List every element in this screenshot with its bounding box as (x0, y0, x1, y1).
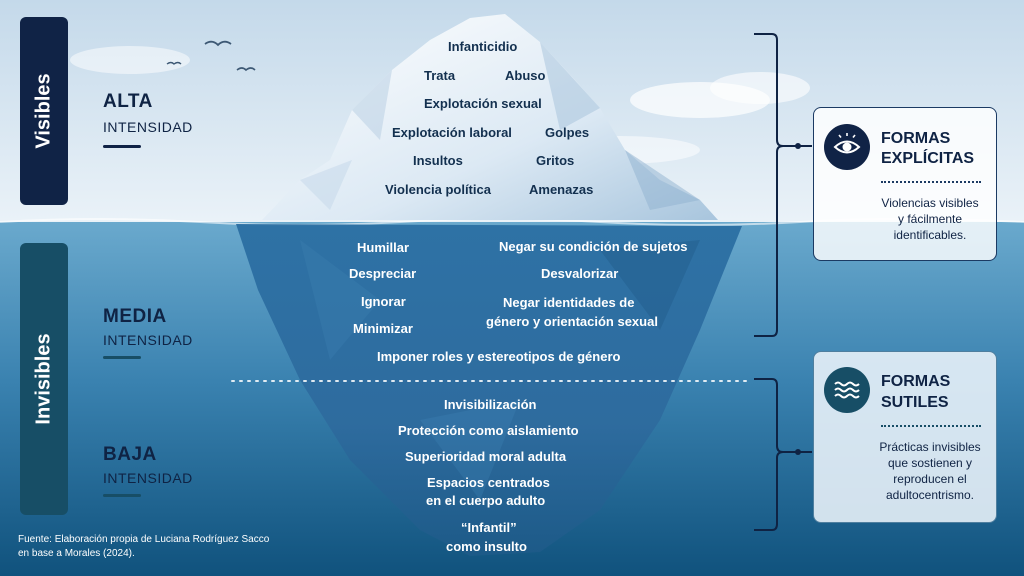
level-alta-title: ALTA (103, 91, 153, 112)
middle-item-desvalorizar: Desvalorizar (541, 266, 619, 281)
bottom-item-invisibilizacion: Invisibilización (444, 397, 537, 412)
source-line-1: Fuente: Elaboración propia de Luciana Ro… (18, 534, 270, 545)
tip-item-violencia-politica: Violencia política (385, 182, 491, 197)
tip-item-amenazas: Amenazas (529, 182, 594, 197)
tip-item-explotacion-laboral: Explotación laboral (392, 125, 512, 140)
level-media-bar (103, 356, 141, 359)
card-explicitas-title-line2: EXPLÍCITAS (881, 150, 975, 167)
bottom-item-infantil-line2: como insulto (446, 539, 527, 554)
source-note: Fuente: Elaboración propia de Luciana Ro… (18, 533, 269, 561)
level-baja-bar (103, 494, 141, 497)
source-line-2: en base a Morales (2024). (18, 548, 135, 559)
tip-item-golpes: Golpes (545, 125, 590, 140)
card-explicitas-divider (881, 181, 981, 183)
level-media-subtitle: INTENSIDAD (103, 332, 193, 348)
card-sutiles-text-line2: que sostienen y (887, 456, 973, 470)
tip-item-abuso: Abuso (505, 68, 546, 83)
middle-item-minimizar: Minimizar (353, 321, 413, 336)
middle-item-humillar: Humillar (357, 240, 410, 255)
card-explicitas-title-line1: FORMAS (881, 130, 951, 147)
tip-item-trata: Trata (424, 68, 456, 83)
card-sutiles-text-line1: Prácticas invisibles (879, 440, 981, 454)
card-explicitas-text-line2: y fácilmente (897, 212, 963, 226)
middle-item-negar-identidades-line1: Negar identidades de (503, 295, 635, 310)
waves-icon (824, 367, 870, 413)
card-sutiles-divider (881, 425, 981, 427)
visibles-tab: Visibles (20, 17, 68, 205)
middle-item-despreciar: Despreciar (349, 266, 417, 281)
card-sutiles-text-line4: adultocentrismo. (885, 488, 975, 502)
tip-item-explotacion-sexual: Explotación sexual (424, 96, 542, 111)
bottom-item-espacios-line1: Espacios centrados (427, 475, 550, 490)
level-media-title: MEDIA (103, 306, 167, 327)
level-baja-subtitle: INTENSIDAD (103, 470, 193, 486)
card-explicitas-text-line1: Violencias visibles (881, 196, 979, 210)
middle-item-negar-identidades-line2: género y orientación sexual (486, 314, 658, 329)
tip-item-insultos: Insultos (413, 153, 463, 168)
level-alta-subtitle: INTENSIDAD (103, 119, 193, 135)
level-baja-title: BAJA (103, 444, 157, 465)
level-alta-bar (103, 145, 141, 148)
middle-item-ignorar: Ignorar (361, 294, 406, 309)
invisibles-tab-label: Invisibles (32, 333, 55, 425)
card-sutiles-title-line2: SUTILES (881, 394, 949, 411)
invisibles-tab: Invisibles (20, 243, 68, 515)
tip-item-infanticidio: Infanticidio (448, 39, 518, 54)
card-formas-explicitas: FORMAS EXPLÍCITAS Violencias visibles y … (813, 107, 997, 261)
eye-icon (824, 124, 870, 170)
bottom-item-infantil-line1: “Infantil” (461, 520, 517, 535)
tip-item-gritos: Gritos (536, 153, 575, 168)
middle-item-imponer-roles: Imponer roles y estereotipos de género (377, 349, 621, 364)
card-sutiles-title-line1: FORMAS (881, 373, 951, 390)
bottom-item-superioridad: Superioridad moral adulta (405, 449, 567, 464)
card-sutiles-text-line3: reproducen el (893, 472, 967, 486)
card-formas-sutiles: FORMAS SUTILES Prácticas invisibles que … (813, 351, 997, 523)
bottom-item-espacios-line2: en el cuerpo adulto (426, 493, 546, 508)
middle-item-negar-condicion: Negar su condición de sujetos (499, 239, 688, 254)
bottom-item-proteccion: Protección como aislamiento (398, 423, 579, 438)
card-explicitas-text-line3: identificables. (893, 228, 967, 242)
visibles-tab-label: Visibles (32, 73, 55, 149)
